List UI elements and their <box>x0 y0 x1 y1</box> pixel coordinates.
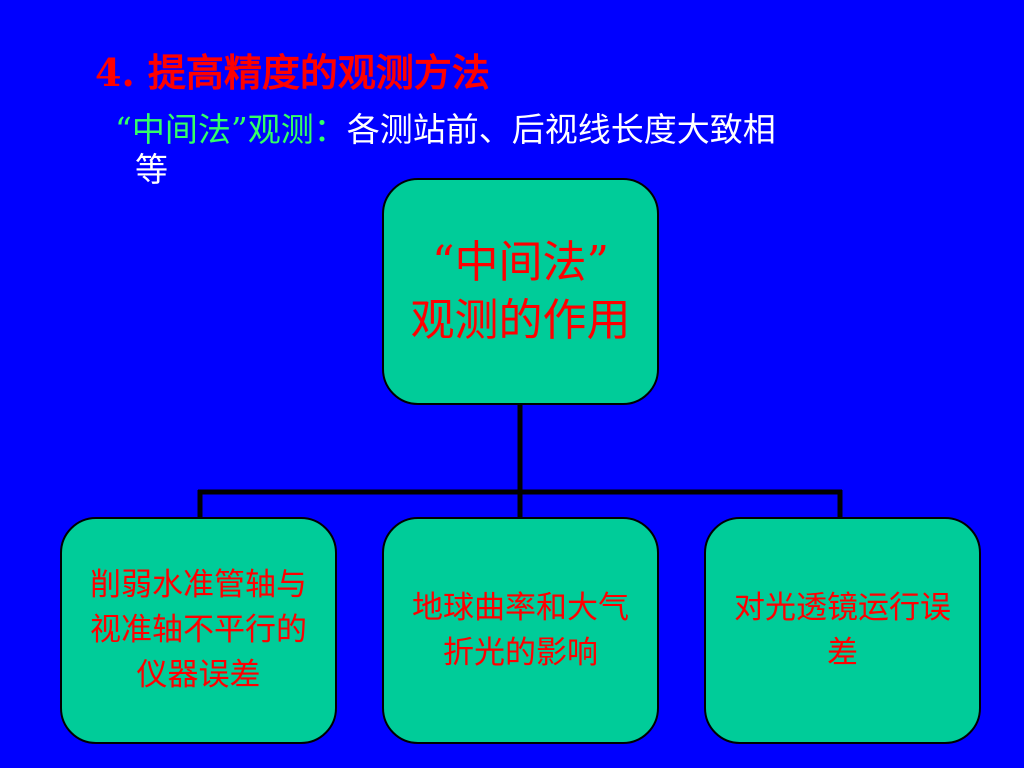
slide-title: 4. 提高精度的观测方法 <box>95 50 490 95</box>
subtitle-description: 各测站前、后视线长度大致相 <box>346 110 776 149</box>
child-node-curvature-refraction: 地球曲率和大气折光的影响 <box>382 517 659 744</box>
subtitle-description-continued: 等 <box>135 150 168 189</box>
child-node-text: 地球曲率和大气折光的影响 <box>412 589 629 671</box>
child-node-instrument-error: 削弱水准管轴与视准轴不平行的仪器误差 <box>60 517 337 744</box>
child-node-text: 削弱水准管轴与视准轴不平行的仪器误差 <box>90 567 307 693</box>
root-node: “中间法” 观测的作用 <box>382 178 659 405</box>
child-node-text: 对光透镜运行误差 <box>734 589 951 671</box>
slide-subtitle: “中间法”观测：各测站前、后视线长度大致相 等 <box>115 110 945 190</box>
subtitle-term: “中间法”观测： <box>115 110 347 149</box>
child-node-focusing-lens-error: 对光透镜运行误差 <box>704 517 981 744</box>
root-node-line2: 观测的作用 <box>410 294 631 346</box>
root-node-line1: “中间法” <box>432 236 609 288</box>
